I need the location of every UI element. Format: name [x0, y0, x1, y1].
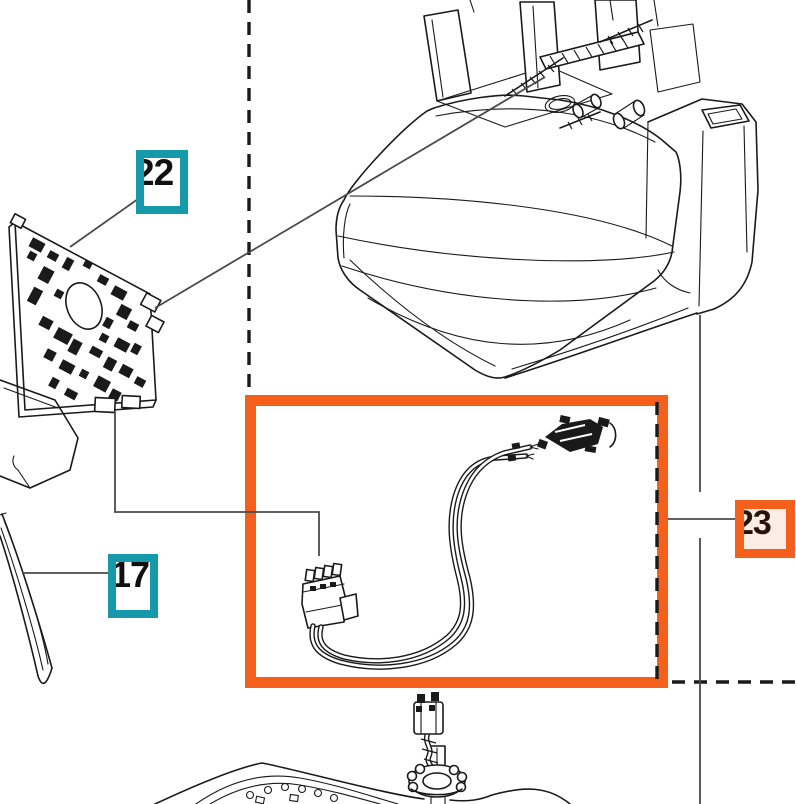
dashed-boundary-line [247, 0, 796, 686]
chassis-details-illustration [423, 0, 701, 130]
part-number-17: 17 [111, 554, 150, 595]
part-number-22: 22 [136, 152, 174, 193]
part-number-23: 23 [735, 504, 772, 542]
callout-part-23[interactable]: 23 [735, 500, 795, 558]
bottom-chassis-illustration [154, 692, 571, 804]
callout-part-17[interactable]: 17 [108, 554, 158, 618]
pcb-illustration [8, 212, 165, 418]
cable-assembly-illustration [301, 415, 617, 670]
grommet-cable-illustration [406, 692, 468, 804]
mower-body-illustration [335, 0, 759, 379]
mating-connector [536, 415, 617, 453]
right-tower-illustration [645, 98, 759, 315]
wire-terminals [507, 442, 539, 462]
blade-strip-illustration [0, 512, 53, 685]
highlight-box [245, 395, 668, 688]
callout-part-22[interactable]: 22 [136, 150, 188, 214]
cable-connector-block [301, 562, 359, 629]
pcb-bracket-illustration [0, 379, 79, 489]
leader-lines [22, 76, 735, 804]
